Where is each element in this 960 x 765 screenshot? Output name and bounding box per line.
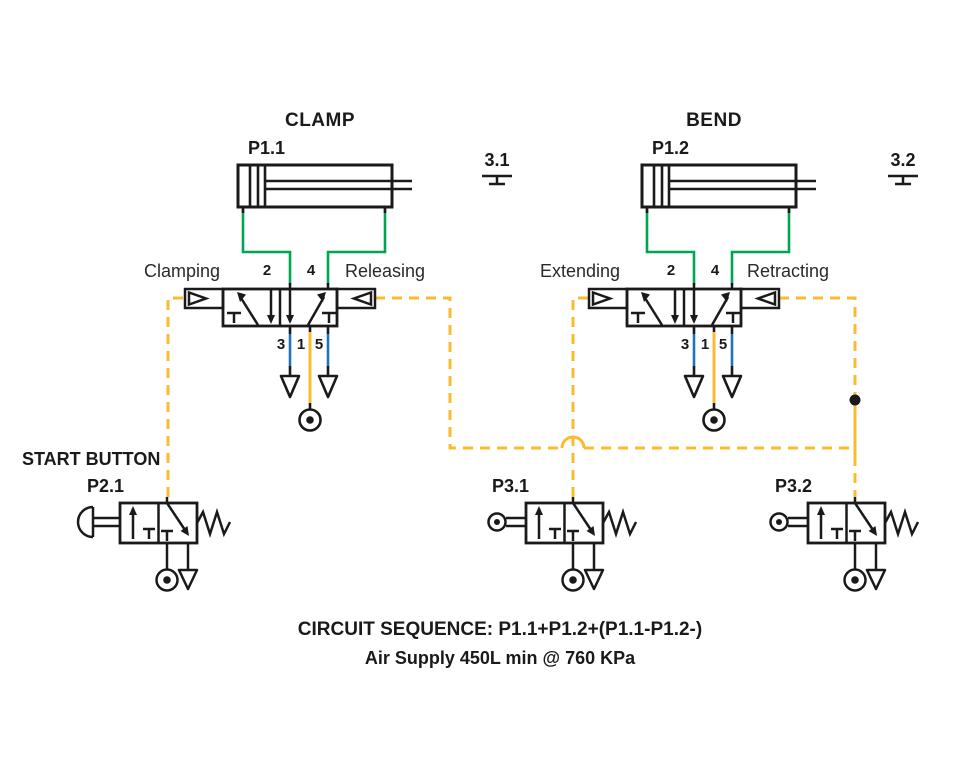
push-button-icon [76,505,120,539]
junction-dot [849,394,861,406]
port-label-v2-4: 4 [710,262,720,279]
circuit-sequence-text: CIRCUIT SEQUENCE: P1.1+P1.2+(P1.1-P1.2-) [297,619,703,640]
marker-3-2: 3.2 [890,150,916,170]
air-supply-text: Air Supply 450L min @ 760 KPa [364,648,636,668]
port-label-v1-3: 3 [276,336,286,353]
cylinder-label-p12: P1.2 [652,138,690,158]
port-label-v2-5: 5 [718,336,728,353]
marker-3-1-tick [480,174,514,186]
port-label-v1-5: 5 [314,336,324,353]
start-button-valve [118,495,232,592]
bend-valve-right-action: Retracting [747,261,830,281]
bend-valve-left-action: Extending [540,261,621,281]
bend-title: BEND [686,110,742,131]
valve-label-p21: P2.1 [87,476,125,496]
pilot-line-p31-to-bend [571,296,589,497]
roller-icon-p32 [769,512,808,532]
limit-valve-p32 [806,495,920,592]
port-label-v2-3: 3 [680,336,690,353]
pilot-signal-lines [166,296,857,497]
clamp-title: CLAMP [284,110,356,131]
port-label-v2-2: 2 [666,262,676,279]
port-label-v1-1: 1 [296,336,306,353]
port-label-v1-4: 4 [306,262,316,279]
clamp-valve-right-action: Releasing [345,261,426,281]
cylinder-label-p11: P1.1 [248,138,286,158]
port-label-v2-1: 1 [700,336,710,353]
valve-label-p31: P3.1 [492,476,530,496]
start-button-title: START BUTTON [22,449,161,469]
marker-3-2-tick [886,174,920,186]
valve-label-p32: P3.2 [775,476,813,496]
port-label-v1-2: 2 [262,262,272,279]
roller-icon-p31 [487,512,526,532]
marker-3-1: 3.1 [484,150,510,170]
pilot-line-clamp-release-a [375,296,562,450]
pilot-line-start-to-clamp [166,296,185,497]
pilot-line-bend-retract [779,296,857,392]
limit-valve-p31 [524,495,638,592]
clamp-valve-left-action: Clamping [143,261,220,281]
